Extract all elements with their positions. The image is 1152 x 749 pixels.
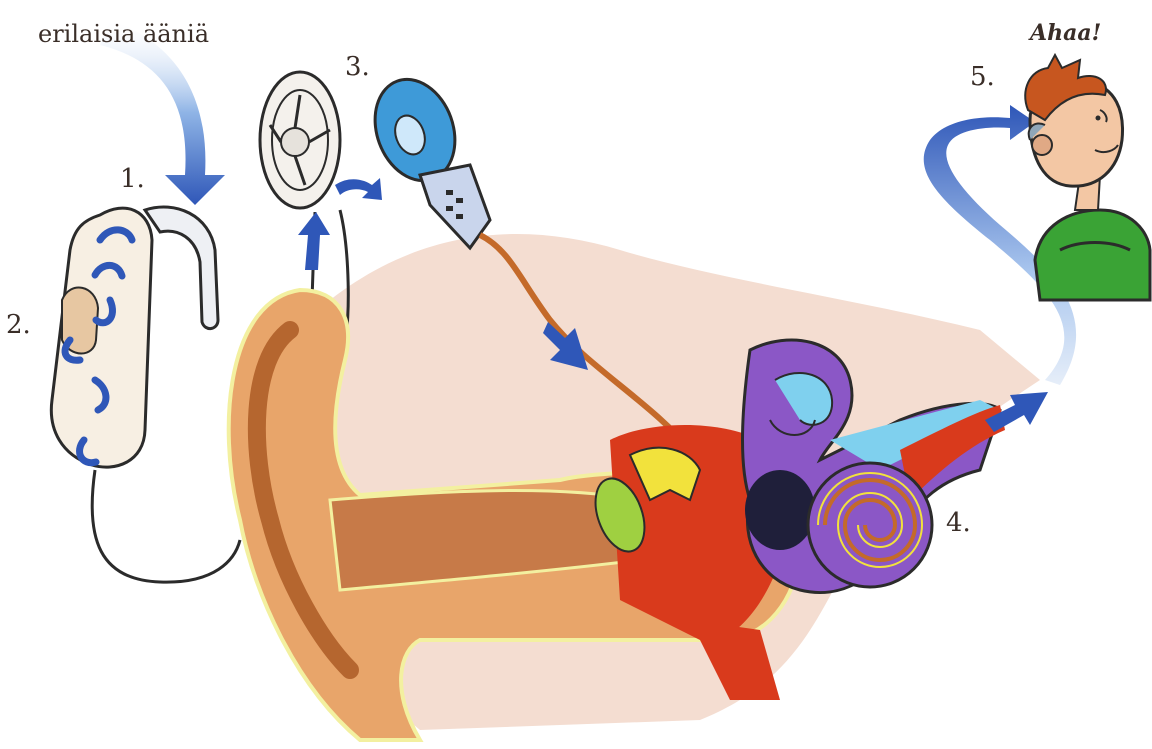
step-3-label: 3. bbox=[345, 54, 370, 80]
implant-receiver bbox=[362, 68, 490, 248]
incoming-sounds-label: erilaisia ääniä bbox=[38, 22, 209, 46]
cochlea bbox=[808, 463, 932, 587]
step-4-label: 4. bbox=[946, 510, 971, 536]
step-1-label: 1. bbox=[120, 166, 145, 192]
step-5-label: 5. bbox=[970, 64, 995, 90]
step-2-label: 2. bbox=[6, 312, 31, 338]
person-illustration bbox=[1025, 55, 1150, 300]
exclamation-label: Ahaa! bbox=[1030, 22, 1101, 44]
speech-processor bbox=[51, 207, 240, 582]
